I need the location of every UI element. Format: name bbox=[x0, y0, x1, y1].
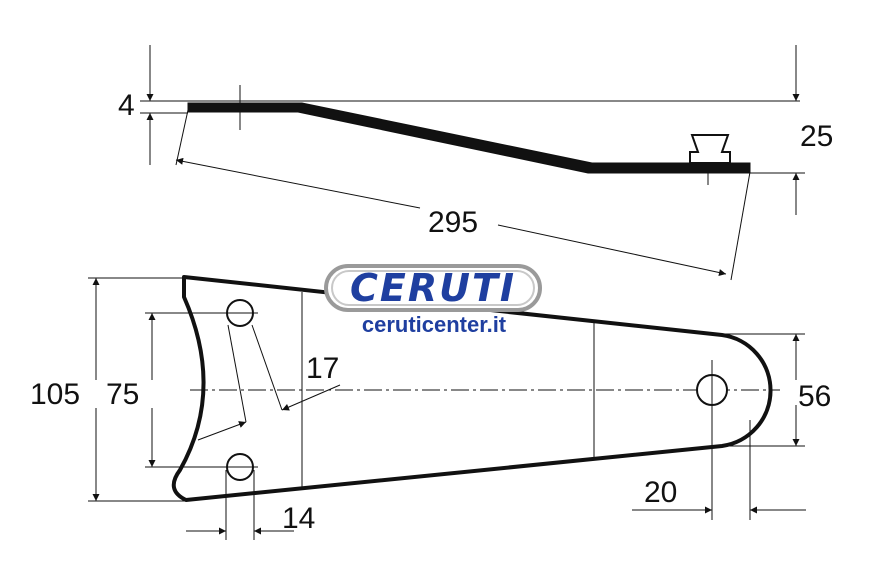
dim-295-line-a bbox=[175, 157, 421, 209]
side-view-profile bbox=[187, 102, 751, 174]
bolt-shape bbox=[689, 134, 731, 164]
brand-website: ceruticenter.it bbox=[362, 312, 507, 337]
brand-logo-ring-inner bbox=[331, 270, 535, 306]
dim-14-label: 14 bbox=[282, 502, 315, 535]
dim-17-leg-a bbox=[227, 324, 247, 423]
dim-17-line bbox=[197, 421, 247, 441]
dim-25-label: 25 bbox=[800, 120, 833, 153]
dim-4-label: 4 bbox=[118, 89, 135, 122]
dim-17-leg-b bbox=[251, 324, 283, 411]
dim-295-line-b bbox=[497, 224, 727, 276]
brand-logo: CERUTI ceruticenter.it bbox=[324, 264, 542, 337]
brand-logo-ring bbox=[324, 264, 542, 312]
plan-view: 105 75 17 56 14 20 bbox=[30, 275, 831, 540]
dim-56-label: 56 bbox=[798, 380, 831, 413]
dim-105-label: 105 bbox=[30, 378, 80, 411]
dim-295-label: 295 bbox=[428, 206, 478, 239]
brand-logo-text: CERUTI bbox=[350, 266, 516, 310]
dim-295-ext-left bbox=[175, 109, 189, 166]
dim-20-label: 20 bbox=[644, 476, 677, 509]
dim-75-label: 75 bbox=[106, 378, 139, 411]
dim-17-label: 17 bbox=[306, 352, 339, 385]
dim-17-line-b bbox=[281, 384, 341, 411]
dim-295-ext-right bbox=[730, 171, 751, 281]
side-view: 4 25 295 bbox=[118, 45, 833, 281]
